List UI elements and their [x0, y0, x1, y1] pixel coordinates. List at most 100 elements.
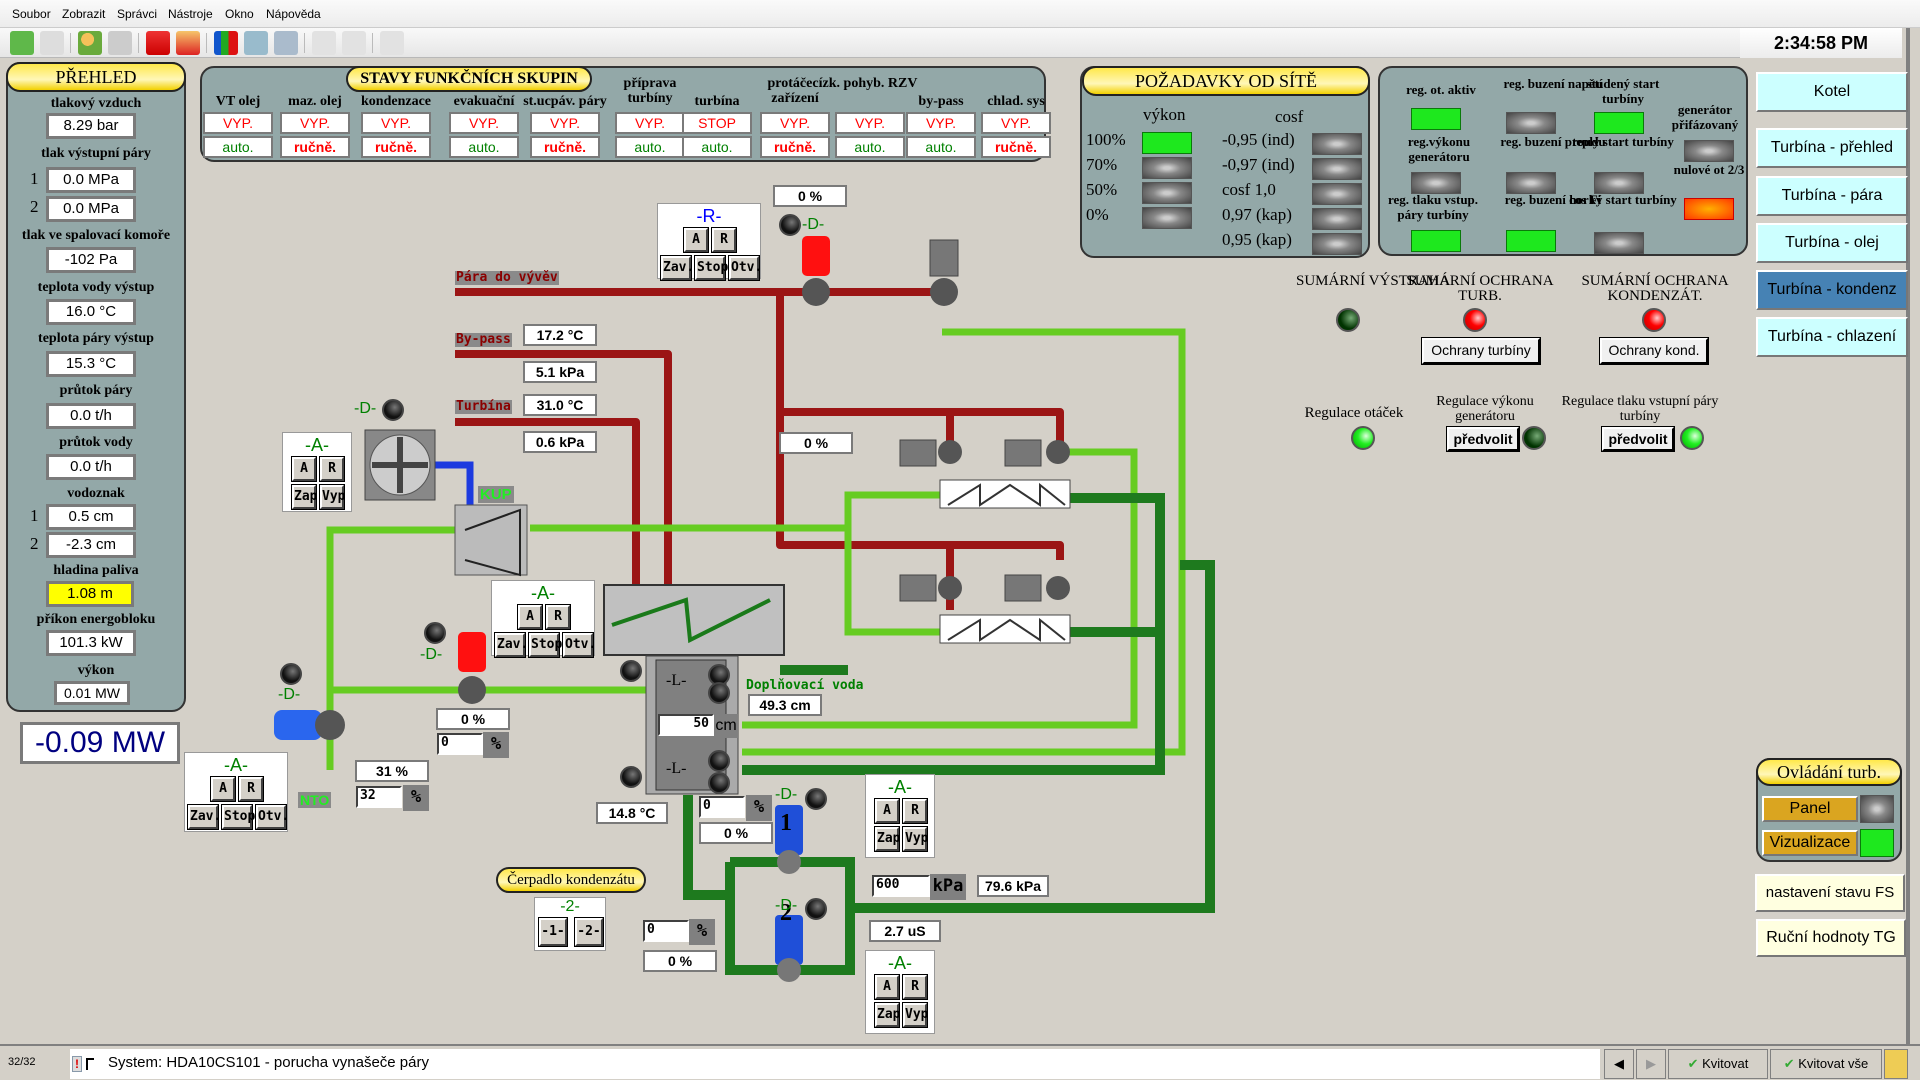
- r-button[interactable]: R: [902, 974, 928, 1000]
- menu-nastroje[interactable]: Nástroje: [168, 7, 213, 21]
- fg-state[interactable]: VYP.: [530, 112, 600, 134]
- prev-alarm-button[interactable]: ◀: [1604, 1049, 1634, 1079]
- a-button[interactable]: A: [683, 227, 709, 253]
- nav-button[interactable]: Kotel: [1756, 72, 1908, 112]
- fg-mode[interactable]: auto.: [203, 136, 273, 158]
- off-button[interactable]: Vyp: [902, 1002, 928, 1028]
- manual-tg-values-button[interactable]: Ruční hodnoty TG: [1756, 919, 1906, 957]
- r-button[interactable]: R: [319, 456, 345, 482]
- nav-button[interactable]: Turbína - olej: [1756, 223, 1908, 263]
- acknowledge-button[interactable]: ✔ Kvitovat: [1668, 1049, 1768, 1079]
- fg-state[interactable]: VYP.: [906, 112, 976, 134]
- fg-mode[interactable]: ručně.: [361, 136, 431, 158]
- nto-valve-setpoint[interactable]: 32: [356, 786, 402, 808]
- fg-mode[interactable]: auto.: [835, 136, 905, 158]
- off-button[interactable]: Vyp: [902, 826, 928, 852]
- a-button[interactable]: A: [874, 798, 900, 824]
- on-button[interactable]: Zap: [874, 826, 900, 852]
- user-remove-icon[interactable]: [108, 31, 132, 55]
- fg-state[interactable]: VYP.: [361, 112, 431, 134]
- user-add-icon[interactable]: [78, 31, 102, 55]
- open-button[interactable]: Otv.: [255, 804, 289, 830]
- power-level-led[interactable]: [1142, 157, 1192, 179]
- fg-mode[interactable]: auto.: [906, 136, 976, 158]
- fg-state[interactable]: VYP.: [280, 112, 350, 134]
- pressure-setpoint[interactable]: 600: [872, 875, 930, 897]
- on-button[interactable]: Zap: [291, 484, 317, 510]
- table-icon[interactable]: [244, 31, 268, 55]
- r-button[interactable]: R: [902, 798, 928, 824]
- cosf-level-led[interactable]: [1312, 133, 1362, 155]
- alarm-message-field[interactable]: [70, 1049, 1600, 1079]
- off-button[interactable]: Vyp: [319, 484, 345, 510]
- panel-mode-button[interactable]: Panel: [1762, 796, 1858, 822]
- on-button[interactable]: Zap: [874, 1002, 900, 1028]
- cosf-level-led[interactable]: [1312, 208, 1362, 230]
- fg-mode[interactable]: ručně.: [981, 136, 1051, 158]
- stop-button[interactable]: Stop: [528, 632, 562, 658]
- nav-button[interactable]: Turbína - kondenz: [1756, 270, 1908, 310]
- fg-mode[interactable]: ručně.: [760, 136, 830, 158]
- nav-button[interactable]: Turbína - pára: [1756, 176, 1908, 216]
- r-button[interactable]: R: [238, 776, 264, 802]
- fg-state[interactable]: VYP.: [981, 112, 1051, 134]
- fg-state[interactable]: STOP: [682, 112, 752, 134]
- nav-button[interactable]: Turbína - chlazení: [1756, 317, 1908, 357]
- pump-select-1-button[interactable]: -1-: [538, 917, 568, 947]
- fg-state[interactable]: VYP.: [760, 112, 830, 134]
- close-button[interactable]: Zav.: [660, 255, 694, 281]
- chart-icon[interactable]: [214, 31, 238, 55]
- back-icon[interactable]: [10, 31, 34, 55]
- turbine-protections-button[interactable]: Ochrany turbíny: [1421, 337, 1541, 365]
- forward-icon[interactable]: [40, 31, 64, 55]
- stop-button[interactable]: Stop: [694, 255, 728, 281]
- r-button[interactable]: R: [711, 227, 737, 253]
- a-button[interactable]: A: [517, 604, 543, 630]
- fg-mode[interactable]: ručně.: [530, 136, 600, 158]
- power-level-led[interactable]: [1142, 207, 1192, 229]
- fg-state[interactable]: VYP.: [835, 112, 905, 134]
- fg-mode[interactable]: auto.: [449, 136, 519, 158]
- menu-okno[interactable]: Okno: [225, 7, 254, 21]
- next-alarm-button[interactable]: ▶: [1636, 1049, 1666, 1079]
- cosf-level-led[interactable]: [1312, 233, 1362, 255]
- cond-level-setpoint[interactable]: 50: [658, 714, 714, 736]
- nav-button[interactable]: Turbína - přehled: [1756, 128, 1908, 168]
- pump1-setpoint[interactable]: 0: [699, 796, 745, 818]
- pump-select-2-button[interactable]: -2-: [574, 917, 604, 947]
- close-button[interactable]: Zav.: [494, 632, 528, 658]
- fg-state[interactable]: VYP.: [449, 112, 519, 134]
- fg-mode[interactable]: auto.: [682, 136, 752, 158]
- alarm-report-icon[interactable]: [146, 31, 170, 55]
- condenser-protections-button[interactable]: Ochrany kond.: [1599, 337, 1709, 365]
- visualization-mode-button[interactable]: Vizualizace: [1762, 830, 1858, 856]
- r-button[interactable]: R: [545, 604, 571, 630]
- a-button[interactable]: A: [874, 974, 900, 1000]
- alarm-folder-icon[interactable]: [176, 31, 200, 55]
- fg-mode[interactable]: auto.: [615, 136, 685, 158]
- menu-napoveda[interactable]: Nápověda: [266, 7, 321, 21]
- stop-button[interactable]: Stop: [221, 804, 255, 830]
- menu-spravci[interactable]: Správci: [117, 7, 158, 21]
- pump2-setpoint[interactable]: 0: [643, 920, 689, 942]
- cosf-level-led[interactable]: [1312, 158, 1362, 180]
- open-button[interactable]: Otv.: [562, 632, 596, 658]
- cooling-valve-setpoint[interactable]: 0: [437, 733, 483, 755]
- acknowledge-all-button[interactable]: ✔ Kvitovat vše: [1770, 1049, 1882, 1079]
- open-button[interactable]: Otv.: [728, 255, 762, 281]
- power-level-led[interactable]: [1142, 182, 1192, 204]
- close-button[interactable]: Zav.: [187, 804, 221, 830]
- report-icon[interactable]: [1884, 1049, 1908, 1079]
- fg-state[interactable]: VYP.: [203, 112, 273, 134]
- a-button[interactable]: A: [210, 776, 236, 802]
- print-preview-icon[interactable]: [274, 31, 298, 55]
- inlet-pressure-preselect-button[interactable]: předvolit: [1601, 426, 1675, 452]
- fs-state-button[interactable]: nastavení stavu FS: [1755, 874, 1905, 912]
- cosf-level-led[interactable]: [1312, 183, 1362, 205]
- a-button[interactable]: A: [291, 456, 317, 482]
- menu-soubor[interactable]: Soubor: [12, 7, 51, 21]
- power-level-led[interactable]: [1142, 132, 1192, 154]
- fg-mode[interactable]: ručně.: [280, 136, 350, 158]
- gen-power-preselect-button[interactable]: předvolit: [1446, 426, 1520, 452]
- menu-zobrazit[interactable]: Zobrazit: [62, 7, 106, 21]
